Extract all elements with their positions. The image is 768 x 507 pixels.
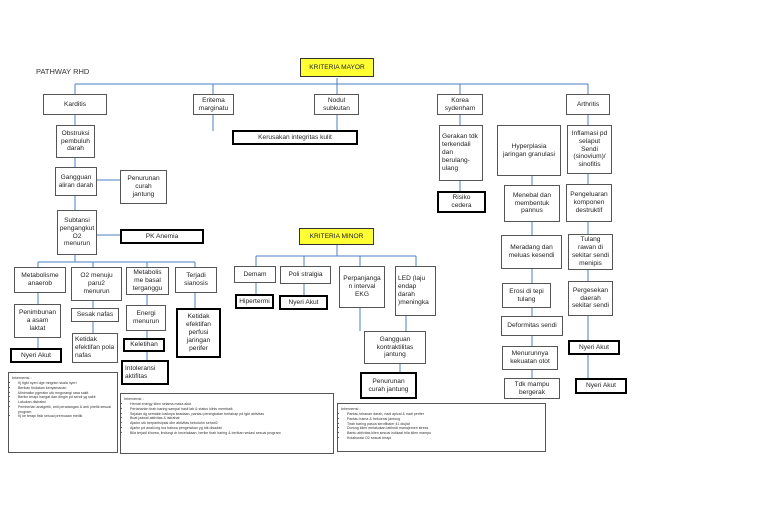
intoleransi-aktifitas-box: Intoleransi aktifitas	[121, 360, 169, 385]
intervensi-item: Pantau tekanan darah, nadi apical & nadi…	[347, 412, 542, 417]
intervensi-item: Kolaborasi O2 sesuai terapi	[347, 436, 542, 441]
intervensi-item: Bantu aktivitas klien sesuai indikasi bi…	[347, 431, 542, 436]
obstruksi-box: Obstruksi pembuluh darah	[56, 125, 95, 158]
intervensi-item: Pemberian analgetik, anti peradangan & a…	[18, 405, 114, 414]
intervensi-note-3: Intervensi : Pantau tekanan darah, nadi …	[337, 403, 546, 452]
pk-anemia-box: PK Anemia	[120, 229, 204, 244]
sianosis-box: Terjadi sianosis	[175, 267, 217, 293]
penurunan-curah-jantung-box: Penurunan curah jantung	[120, 170, 167, 204]
intervensi-item: Buat jadwal aktivitas & istirahat	[130, 416, 330, 421]
nyeri-akut-box-4: Nyeri Akut	[575, 378, 627, 394]
metabolisme-basal-box: Metabolis me basal terganggu	[126, 267, 169, 295]
led-box: LED (laju endap darah )meningka	[395, 266, 436, 316]
intervensi-item: Ajarkn pd anak/org tua bahwa pengerahan …	[130, 426, 330, 431]
pathway-title: PATHWAY RHD	[36, 67, 90, 76]
gerakan-box: Gerakan tdk terkendali dan berulang- ula…	[439, 125, 483, 181]
nyeri-akut-box-3: Nyeri Akut	[568, 340, 620, 355]
pergesekan-box: Pergesekan daerah sekitar sendi	[568, 281, 613, 316]
demam-box: Demam	[234, 266, 276, 283]
intervensi-item: Berikan tindakan kenyamanan	[18, 386, 114, 391]
intervensi-note-2: Intervensi : Hemat energy klien selama m…	[120, 393, 334, 454]
poli-stralgia-box: Poli stralgia	[280, 266, 331, 284]
intervensi-item: Bila terjadi khorea, lindungi dr kecelak…	[130, 431, 330, 436]
nyeri-akut-box-1: Nyeri Akut	[10, 348, 62, 363]
intervensi-item: Berikn terapi hangat dan dingin pd sendi…	[18, 395, 114, 400]
intervensi-item: Dorong klien melakukan latihndi manajeme…	[347, 426, 542, 431]
hipertermi-box: Hipertermi	[235, 294, 274, 309]
nyeri-akut-box-2: Nyeri Akut	[279, 295, 328, 310]
karditis-box: Karditis	[43, 94, 107, 115]
intervensi-note-2-title: Intervensi :	[124, 396, 144, 401]
intervensi-note-1: Intervensi : Kj tigkt nyeri dge mngnkn s…	[8, 372, 118, 453]
ketidak-efektifan-perfusi-box: Ketidak efektifan perfusi jaringan perif…	[176, 308, 221, 358]
ketidak-efektifan-pola-nafas-box: Ketidak efektifan pola nafas	[72, 333, 118, 363]
intervensi-item: Tirah baring pasca serofibaler 41 diujia…	[347, 422, 542, 427]
gangguan-kontraktilitas-box: Gangguan kontraktilitas jantung	[364, 331, 426, 364]
intervensi-item: Sejalan dg semakin baiknya keadaan, pant…	[130, 412, 330, 417]
penurunan-curah-jantung-box-2: Penurunan curah jantung	[360, 372, 417, 399]
korea-box: Korea sydenham	[437, 94, 483, 115]
intervensi-item: Pantau irama & frekuensi jantung	[347, 417, 542, 422]
tdk-mampu-bergerak-box: Tdk mampu bergerak	[504, 378, 560, 399]
o2-menuju-paru-box: O2 menuju paru2 menurun	[71, 267, 122, 301]
pengeluaran-box: Pengeluaran komponen destruktif	[566, 184, 612, 222]
kriteria-mayor-box: KRITERIA MAYOR	[300, 58, 374, 77]
intervensi-item: Kj ke terapi fisik sesuai premuaan medik	[18, 414, 114, 419]
gangguan-aliran-darah-box: Gangguan aliran darah	[55, 167, 97, 196]
keletihan-box: Keletihan	[123, 338, 165, 352]
menebal-box: Menebal dan membentuk pannus	[504, 185, 560, 222]
arthritis-box: Arthritis	[566, 94, 610, 115]
nodul-box: Nodul subkutan	[314, 94, 359, 115]
energi-menurun-box: Energi menurun	[126, 305, 166, 331]
intervensi-item: Ajarkn utk berpartisipasi dlm aktivitas …	[130, 421, 330, 426]
sesak-nafas-box: Sesak nafas	[71, 308, 119, 322]
inflamasi-box: Inflamasi pd selaput Sendi (sinovium)/ s…	[567, 125, 612, 174]
deformitas-sendi-box: Deformitas sendi	[501, 316, 563, 336]
meradang-box: Meradang dan meluas kesendi	[501, 235, 562, 269]
intervensi-item: Hemat energy klien selama masa akut	[130, 402, 330, 407]
intervensi-item: Pertahankn tirah baring sampai hasil lab…	[130, 407, 330, 412]
subtansi-box: Subtansi pengangkut O2 menurun	[57, 210, 97, 255]
intervensi-item: Kj tigkt nyeri dge mngnkn skala nyeri	[18, 381, 114, 386]
eritema-box: Eritema marginatu	[193, 94, 234, 115]
kerusakan-integritas-kulit-box: Kerusakan integritas kulit	[232, 130, 358, 145]
metabolisme-anaerob-box: Metabolisme anaerob	[14, 267, 66, 293]
perpanjangan-interval-ekg-box: Perpanjanga n interval EKG	[339, 266, 385, 308]
tulang-rawan-box: Tulang rawan di sekitar sendi menipis	[568, 234, 613, 270]
menurunnya-kekuatan-otot-box: Menurunnya kekuatan otot	[502, 346, 558, 370]
intervensi-note-3-title: Intervensi :	[341, 406, 361, 411]
hyperplasia-box: Hyperplasia jaringan granulasi	[497, 125, 561, 176]
intervensi-note-1-title: Intervensi :	[12, 375, 32, 380]
kriteria-minor-box: KRITERIA MINOR	[299, 228, 374, 245]
penimbunan-asam-laktat-box: Penimbunan a asam laktat	[14, 304, 61, 338]
erosi-box: Erosi di tepi tulang	[502, 283, 551, 308]
intervensi-item: Lakukan distraksi	[18, 400, 114, 405]
intervensi-item: Minimalkn pgerakn utk mngurangi rasa sak…	[18, 391, 114, 396]
risiko-cedera-box: Risiko cedera	[437, 191, 486, 213]
